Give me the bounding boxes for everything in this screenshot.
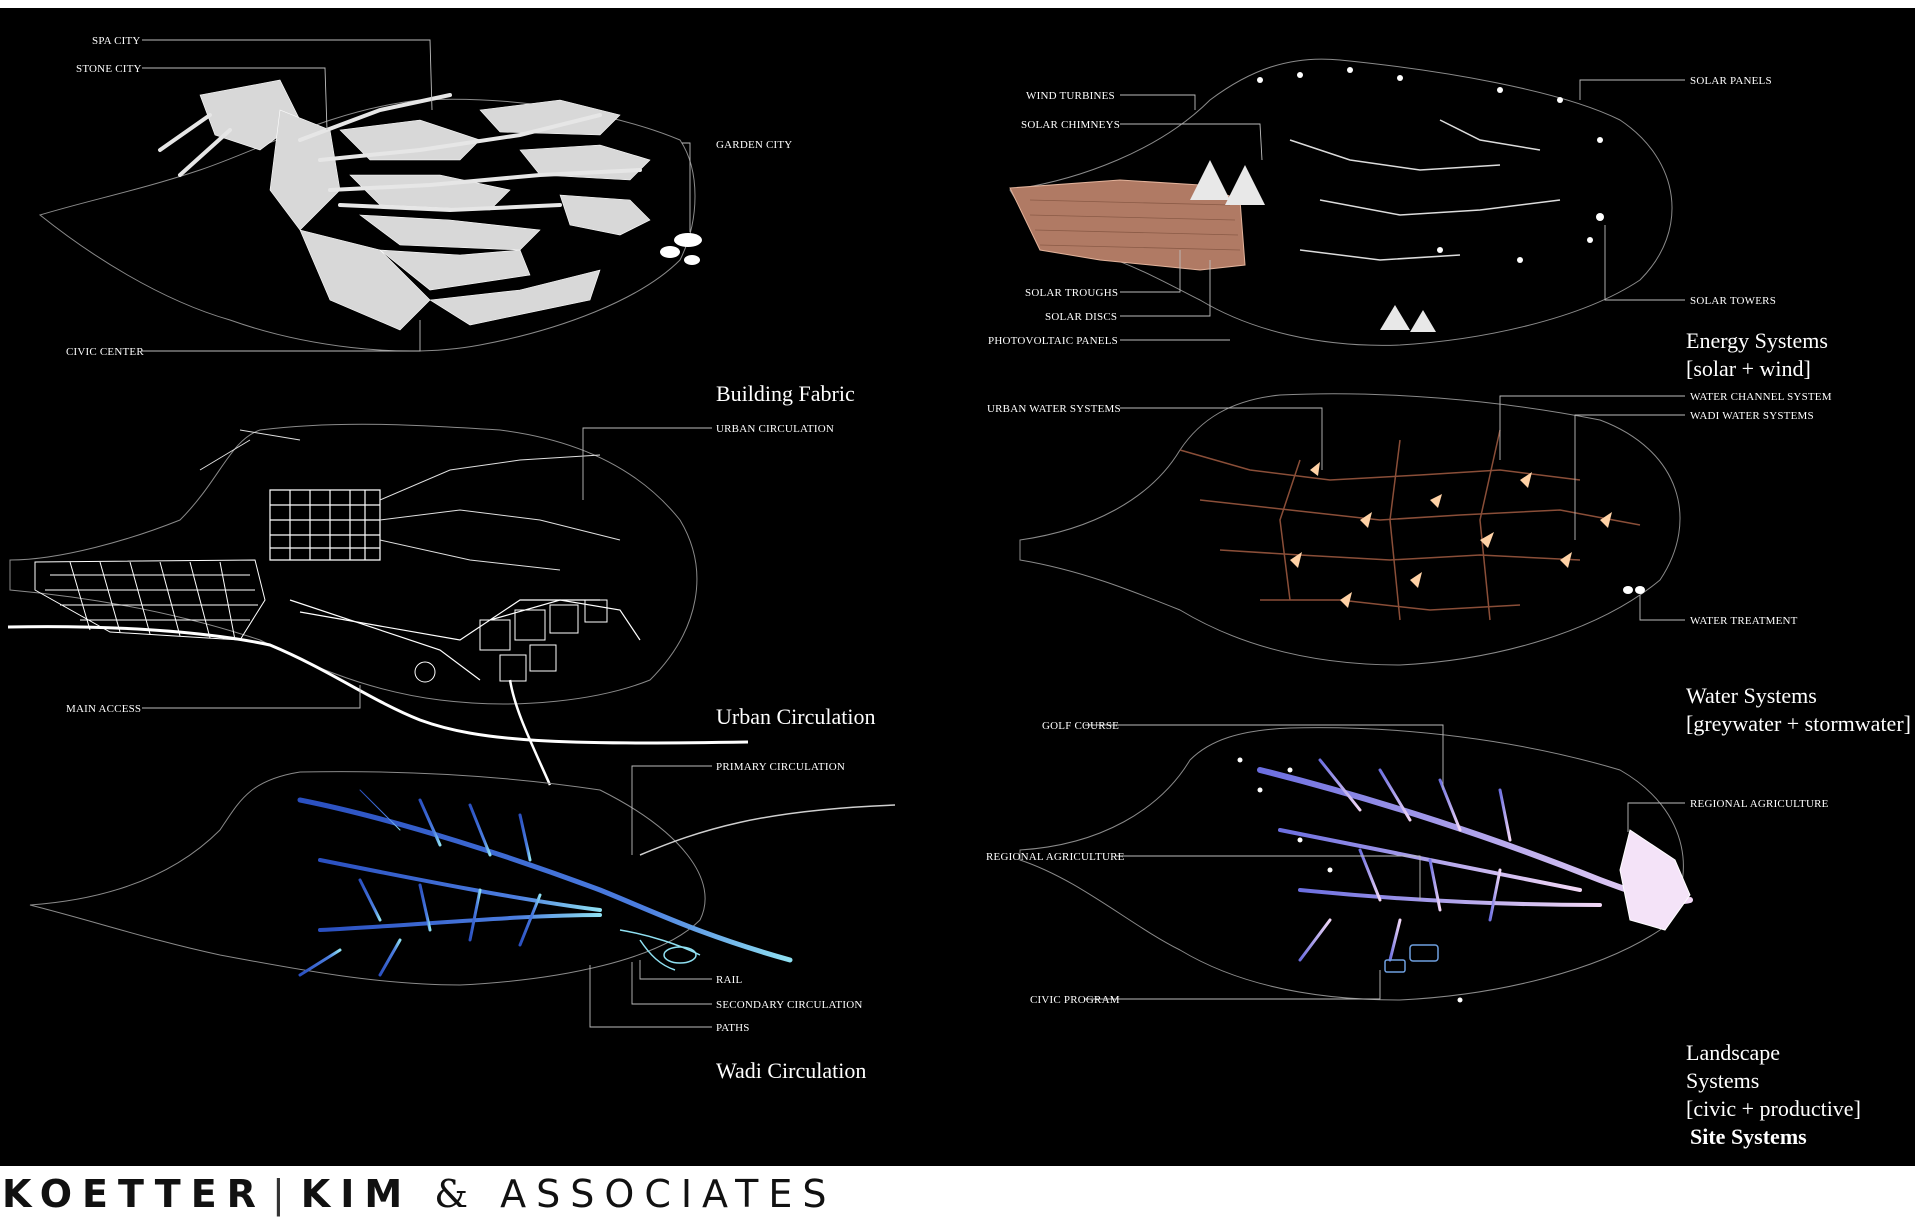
label-solar-troughs: SOLAR TROUGHS [1025, 287, 1118, 299]
logo-separator: | [272, 1172, 295, 1216]
urban-branches [200, 430, 620, 570]
energy-solar-nodes [1257, 67, 1604, 263]
water-network [1180, 430, 1640, 620]
title-energy-systems: Energy Systems [1686, 328, 1828, 353]
logo-ampersand: & [434, 1172, 478, 1216]
wadi-site-outline [30, 772, 705, 985]
title-landscape: Landscape [1686, 1040, 1780, 1065]
logo-kim: KIM [301, 1172, 412, 1216]
landscape-leaders [1085, 725, 1685, 999]
label-solar-panels: SOLAR PANELS [1690, 75, 1772, 87]
water-leaders [1120, 396, 1685, 620]
label-garden-city: GARDEN CITY [716, 139, 792, 151]
label-water-treatment: WATER TREATMENT [1690, 615, 1798, 627]
title-water-systems-sub: [greywater + stormwater] [1686, 711, 1911, 736]
urban-circulation-diagram [8, 424, 748, 785]
building-fabric-diagram [40, 80, 702, 351]
firm-logo: KOETTER|KIM & ASSOCIATES [2, 1172, 836, 1216]
energy-tracks [1290, 120, 1560, 260]
water-site-outline [1020, 394, 1680, 665]
label-primary-circulation: PRIMARY CIRCULATION [716, 761, 845, 773]
rail-spur [510, 680, 550, 785]
label-solar-chimneys: SOLAR CHIMNEYS [1021, 119, 1120, 131]
regional-agriculture-east [1620, 830, 1690, 930]
logo-koetter: KOETTER [2, 1172, 266, 1216]
label-rail: RAIL [716, 974, 743, 986]
label-regional-agriculture-right: REGIONAL AGRICULTURE [1690, 798, 1829, 810]
landscape-site-outline [1020, 728, 1683, 1000]
label-water-channel-system: WATER CHANNEL SYSTEM [1690, 391, 1832, 403]
title-site-systems: Site Systems [1690, 1124, 1807, 1149]
label-solar-discs: SOLAR DISCS [1045, 311, 1117, 323]
garden-city-block [660, 233, 702, 265]
water-treatment-plant [1623, 586, 1645, 594]
label-secondary-circulation: SECONDARY CIRCULATION [716, 999, 863, 1011]
label-main-access: MAIN ACCESS [66, 703, 141, 715]
logo-associates: ASSOCIATES [500, 1172, 836, 1216]
label-photovoltaic-panels: PHOTOVOLTAIC PANELS [988, 335, 1118, 347]
water-systems-diagram [1020, 394, 1680, 665]
wadi-circulation-diagram [30, 772, 895, 985]
urban-circulation-leaders [142, 428, 712, 708]
wadi-blue-network [300, 790, 790, 975]
label-spa-city: SPA CITY [92, 35, 141, 47]
label-urban-circulation: URBAN CIRCULATION [716, 423, 834, 435]
label-regional-agriculture-left: REGIONAL AGRICULTURE [986, 851, 1125, 863]
landscape-systems-diagram [1020, 728, 1690, 1003]
label-paths: PATHS [716, 1022, 750, 1034]
title-landscape-systems: Systems [1686, 1068, 1759, 1093]
title-urban-circulation: Urban Circulation [716, 704, 875, 729]
urban-grid-central [270, 490, 640, 680]
water-highlights [1290, 462, 1612, 608]
urban-grid-blocks-east [415, 600, 607, 682]
label-wadi-water-systems: WADI WATER SYSTEMS [1690, 410, 1814, 422]
wadi-leaders [590, 766, 712, 1027]
label-solar-towers: SOLAR TOWERS [1690, 295, 1776, 307]
title-energy-systems-sub: [solar + wind] [1686, 356, 1811, 381]
title-water-systems: Water Systems [1686, 683, 1817, 708]
title-building-fabric: Building Fabric [716, 381, 855, 406]
label-stone-city: STONE CITY [76, 63, 142, 75]
label-wind-turbines: WIND TURBINES [1026, 90, 1115, 102]
label-golf-course: GOLF COURSE [1042, 720, 1119, 732]
label-civic-center: CIVIC CENTER [66, 346, 144, 358]
title-landscape-sub: [civic + productive] [1686, 1096, 1861, 1121]
urban-circulation-site-outline [10, 424, 697, 704]
label-urban-water-systems: URBAN WATER SYSTEMS [987, 403, 1121, 415]
label-civic-program: CIVIC PROGRAM [1030, 994, 1120, 1006]
wadi-outer-track [640, 805, 895, 855]
title-wadi-circulation: Wadi Circulation [716, 1058, 866, 1083]
